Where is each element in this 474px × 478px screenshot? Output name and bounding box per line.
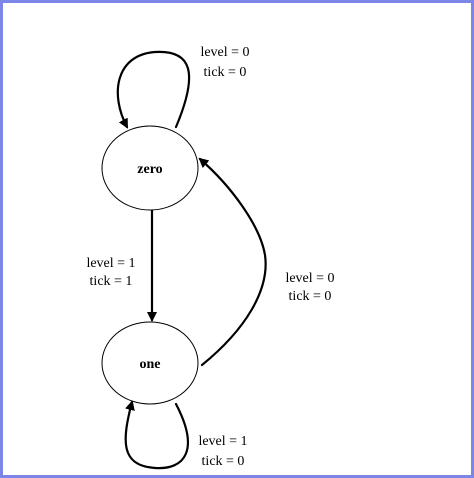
state-zero-circle xyxy=(101,125,199,211)
zero-to-one-label-tick: tick = 1 xyxy=(90,274,133,289)
state-zero: zero xyxy=(101,125,199,211)
one-self-label-level: level = 1 xyxy=(198,434,247,449)
state-one-label: one xyxy=(140,357,161,372)
one-to-zero-label-level: level = 0 xyxy=(285,271,334,286)
one-to-zero-label-tick: tick = 0 xyxy=(289,289,332,304)
zero-to-one-label-level: level = 1 xyxy=(86,256,135,271)
state-one-circle xyxy=(101,321,199,405)
zero-self-label-tick: tick = 0 xyxy=(204,65,247,80)
transition-zero-self xyxy=(116,50,191,129)
transition-one-self xyxy=(124,400,189,470)
transition-one-to-zero xyxy=(198,157,267,367)
state-one: one xyxy=(101,321,199,405)
state-zero-label: zero xyxy=(137,162,162,177)
zero-self-label-level: level = 0 xyxy=(200,45,249,60)
one-self-label-tick: tick = 0 xyxy=(202,454,245,469)
